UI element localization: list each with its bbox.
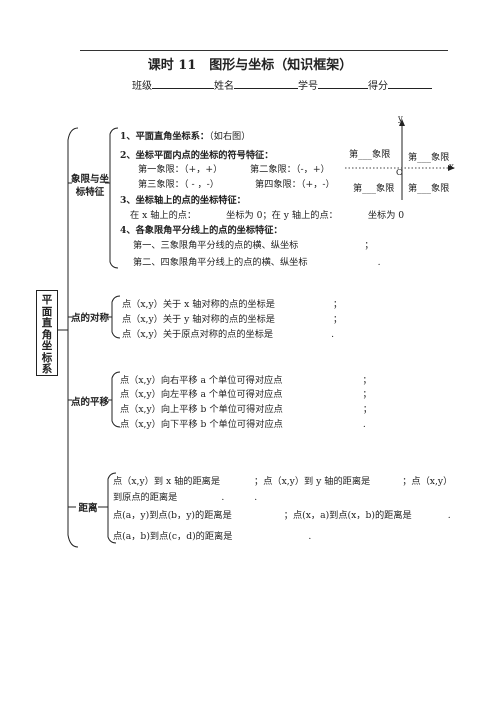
distance-line-4: 点(a，b)到点(c，d)的距离是. bbox=[113, 528, 311, 542]
translation-end-2: ； bbox=[362, 389, 372, 400]
translation-line-4: 点（x,y）向下平移 b 个单位可得对应点. bbox=[120, 416, 366, 430]
quadrant3-sign: 第三象限：（ - ，-） bbox=[138, 179, 219, 190]
translation-section-label: 点的平移 bbox=[70, 397, 109, 408]
distance-section-label: 距离 bbox=[78, 503, 98, 514]
distance-text-3b: ；点(x，a)到点(x，b)的距离是 bbox=[283, 510, 412, 521]
y-axis-label: y bbox=[398, 114, 403, 124]
class-blank[interactable] bbox=[152, 79, 214, 89]
id-blank[interactable] bbox=[318, 79, 368, 89]
bisector-2-4-text: 第二、四象限角平分线上的点的横、纵坐标 bbox=[133, 257, 308, 268]
translation-line-1: 点（x,y）向右平移 a 个单位可得对应点 ； bbox=[120, 372, 372, 386]
translation-line-3: 点（x,y）向上平移 b 个单位可得对应点 ； bbox=[120, 401, 372, 415]
item4-title: 4、各象限角平分线上的点的坐标特征： bbox=[120, 225, 283, 236]
symmetry-end-1: ； bbox=[332, 299, 343, 310]
distance-text-2c: . bbox=[254, 492, 258, 503]
symmetry-line-1: 点（x,y）关于 x 轴对称的点的坐标是 ； bbox=[122, 296, 342, 310]
quadrant-3-label: 第___象限 bbox=[353, 183, 395, 194]
origin-label: O bbox=[396, 168, 403, 178]
translation-brace-icon bbox=[111, 371, 121, 428]
bisector-1-3-text: 第一、三象限角平分线的点的横、纵坐标 bbox=[133, 240, 299, 251]
distance-text-3c: . bbox=[447, 510, 451, 521]
quadrant4-sign: 第四象限：（+，-） bbox=[255, 179, 335, 190]
symmetry-end-3: . bbox=[331, 329, 335, 340]
item1-note: （如右图） bbox=[209, 131, 251, 142]
distance-text-2a: 到原点的距离是 bbox=[113, 492, 178, 503]
distance-brace-icon bbox=[107, 472, 117, 544]
axis-text-b: 坐标为 0；在 y 轴上的点： bbox=[226, 210, 338, 221]
class-label: 班级 bbox=[132, 81, 152, 92]
x-axis-label: x bbox=[449, 162, 454, 172]
quadrant-label-line1: 象限与坐 bbox=[70, 174, 109, 185]
item1-line: 1、平面直角坐标系：（如右图） bbox=[120, 128, 250, 142]
item2-title: 2、坐标平面内点的坐标的符号特征： bbox=[120, 150, 274, 161]
id-label: 学号 bbox=[298, 81, 318, 92]
bisector-1-3-end: ； bbox=[364, 240, 374, 251]
distance-text-2b: . bbox=[221, 492, 225, 503]
sidebar-char: 面 bbox=[41, 305, 53, 318]
axis-text-c: 坐标为 0 bbox=[367, 210, 405, 221]
score-blank[interactable] bbox=[388, 79, 432, 89]
distance-text-4b: . bbox=[308, 531, 312, 542]
distance-line-1: 点（x,y）到 x 轴的距离是 ；点（x,y）到 y 轴的距离是 ；点（x,y） bbox=[113, 473, 452, 487]
quadrant1-sign: 第一象限：（+，+） bbox=[138, 164, 223, 175]
bisector-2-4-end: . bbox=[377, 257, 381, 268]
translation-text-4: 点（x,y）向下平移 b 个单位可得对应点 bbox=[120, 419, 283, 430]
sidebar-char: 角 bbox=[41, 328, 53, 341]
quadrant-section-label: 象限与坐 标特征 bbox=[70, 173, 110, 199]
name-blank[interactable] bbox=[234, 79, 298, 89]
translation-text-3: 点（x,y）向上平移 b 个单位可得对应点 bbox=[120, 404, 283, 415]
translation-end-4: . bbox=[362, 419, 366, 430]
symmetry-text-2: 点（x,y）关于 y 轴对称的点的坐标是 bbox=[122, 314, 275, 325]
sidebar-char: 系 bbox=[41, 363, 53, 375]
quadrant-2-label: 第___象限 bbox=[349, 149, 391, 160]
sidebar-title-box: 平 面 直 角 坐 标 系 bbox=[36, 290, 58, 376]
symmetry-text-3: 点（x,y）关于原点对称的点的坐标是 bbox=[122, 329, 274, 340]
quadrant2-sign: 第二象限：（-，+） bbox=[250, 164, 330, 175]
distance-line-3: 点(a，y)到点(b，y)的距离是 ；点(x，a)到点(x，b)的距离是. bbox=[113, 507, 451, 521]
symmetry-text-1: 点（x,y）关于 x 轴对称的点的坐标是 bbox=[122, 299, 275, 310]
quadrant-4-label: 第___象限 bbox=[408, 183, 450, 194]
sidebar-char: 标 bbox=[41, 351, 53, 364]
y-arrow-icon bbox=[399, 119, 405, 126]
translation-text-1: 点（x,y）向右平移 a 个单位可得对应点 bbox=[120, 375, 283, 386]
main-brace-icon bbox=[67, 127, 79, 548]
symmetry-end-2: ； bbox=[332, 314, 343, 325]
quadrant-1-label: 第___象限 bbox=[408, 152, 450, 163]
item1-title: 1、平面直角坐标系： bbox=[120, 131, 210, 142]
symmetry-section-label: 点的对称 bbox=[70, 313, 109, 324]
student-info-line: 班级 姓名 学号 得分 bbox=[132, 77, 432, 92]
distance-line-2: 到原点的距离是.. bbox=[113, 489, 257, 503]
translation-end-3: ； bbox=[362, 404, 373, 415]
distance-text-4a: 点(a，b)到点(c，d)的距离是 bbox=[113, 531, 233, 542]
sidebar-char: 直 bbox=[41, 317, 53, 329]
symmetry-line-2: 点（x,y）关于 y 轴对称的点的坐标是 ； bbox=[122, 311, 342, 325]
quadrant-brace-icon bbox=[109, 127, 119, 269]
symmetry-line-3: 点（x,y）关于原点对称的点的坐标是. bbox=[122, 326, 334, 340]
translation-end-1: ； bbox=[362, 375, 372, 386]
distance-text-1a: 点（x,y）到 x 轴的距离是 bbox=[113, 476, 221, 487]
bisector-2-4-line: 第二、四象限角平分线上的点的横、纵坐标. bbox=[133, 254, 380, 268]
distance-text-3a: 点(a，y)到点(b，y)的距离是 bbox=[113, 510, 232, 521]
distance-text-1b: ；点（x,y）到 y 轴的距离是 bbox=[254, 476, 371, 487]
axis-point-line: 在 x 轴上的点： 坐标为 0；在 y 轴上的点： 坐标为 0 bbox=[130, 207, 404, 221]
translation-line-2: 点（x,y）向左平移 a 个单位可得对应点 ； bbox=[120, 386, 372, 400]
axis-text-a: 在 x 轴上的点： bbox=[130, 210, 197, 221]
sidebar-char: 坐 bbox=[41, 340, 53, 352]
bisector-1-3-line: 第一、三象限角平分线的点的横、纵坐标 ； bbox=[133, 237, 374, 251]
item3-title: 3、坐标轴上的点的坐标特征： bbox=[120, 195, 246, 206]
x-arrow-icon bbox=[448, 165, 455, 171]
distance-text-1c: ；点（x,y） bbox=[402, 476, 453, 487]
name-label: 姓名 bbox=[214, 81, 234, 92]
translation-text-2: 点（x,y）向左平移 a 个单位可得对应点 bbox=[120, 389, 283, 400]
quadrant-label-line2: 标特征 bbox=[75, 187, 105, 198]
coordinate-diagram bbox=[345, 119, 455, 200]
top-divider bbox=[80, 50, 448, 51]
sidebar-char: 平 bbox=[41, 294, 53, 306]
page-title: 课时 11 图形与坐标（知识框架） bbox=[147, 58, 353, 73]
score-label: 得分 bbox=[368, 81, 388, 92]
symmetry-brace-icon bbox=[111, 295, 121, 339]
